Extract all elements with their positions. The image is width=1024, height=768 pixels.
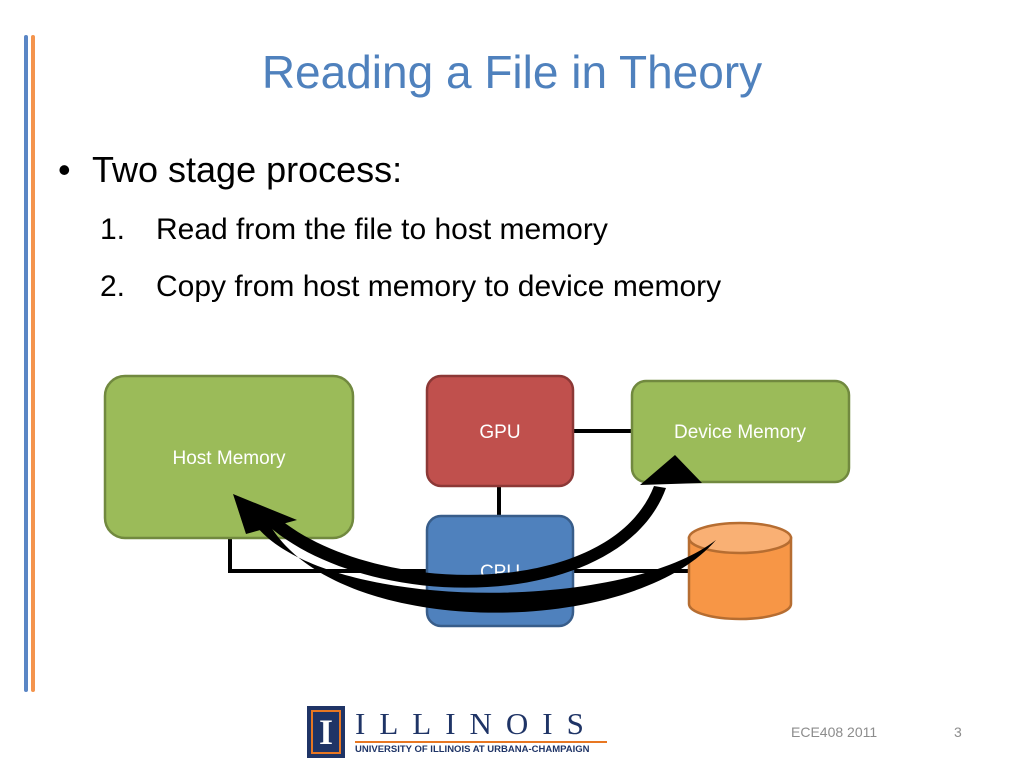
- step-1: 1. Read from the file to host memory: [100, 210, 608, 250]
- left-accent-bar-blue: [24, 35, 28, 692]
- university-logo: I ILLINOIS UNIVERSITY OF ILLINOIS AT URB…: [307, 706, 607, 758]
- step-1-text: Read from the file to host memory: [156, 213, 608, 246]
- left-accent-bar-orange: [31, 35, 35, 692]
- block-i-logo-icon: I: [307, 706, 345, 758]
- bullet-item: • Two stage process:: [58, 148, 402, 192]
- host-memory-label: Host Memory: [173, 448, 286, 469]
- logo-divider: [355, 741, 607, 743]
- slide-title: Reading a File in Theory: [261, 46, 763, 98]
- device-memory-box: [630, 379, 851, 484]
- device-memory-label: Device Memory: [674, 422, 806, 443]
- logo-wordmark: ILLINOIS: [355, 706, 598, 741]
- host-memory-box: [103, 374, 355, 540]
- gpu-label: GPU: [479, 422, 520, 443]
- step-2-text: Copy from host memory to device memory: [156, 270, 722, 303]
- step-2-number: 2.: [100, 270, 126, 303]
- step-1-number: 1.: [100, 213, 126, 246]
- step-2: 2. Copy from host memory to device memory: [100, 267, 721, 307]
- logo-subtitle: UNIVERSITY OF ILLINOIS AT URBANA-CHAMPAI…: [355, 744, 590, 755]
- arrow-host-to-device: [262, 455, 702, 588]
- gpu-box: [425, 374, 575, 488]
- bullet-dot-icon: •: [58, 149, 71, 190]
- footer-course: ECE408 2011: [791, 724, 878, 740]
- disk-cylinder-icon: [687, 521, 793, 621]
- bullet-text: Two stage process:: [92, 149, 403, 190]
- footer-page-number: 3: [954, 724, 962, 740]
